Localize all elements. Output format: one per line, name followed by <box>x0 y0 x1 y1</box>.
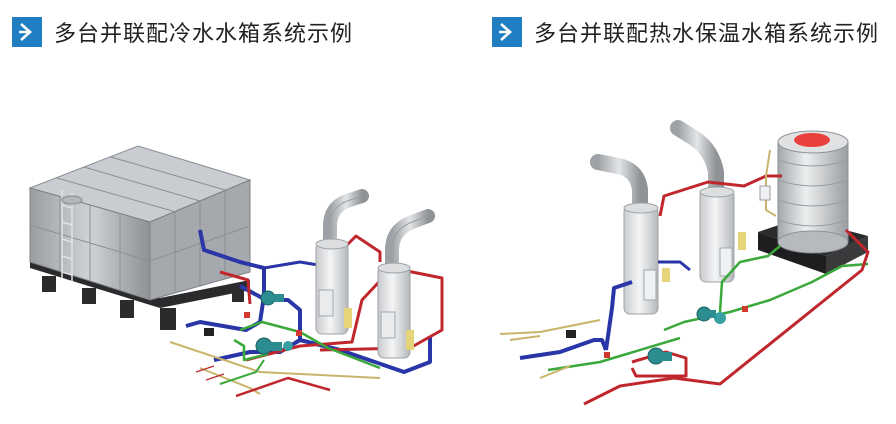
tank-ladder <box>61 190 73 281</box>
hot-water-insulated-tank-system <box>499 120 870 406</box>
section-title: 多台并联配热水保温水箱系统示例 <box>534 22 880 47</box>
section-heading-hot-insulated-tank: 多台并联配热水保温水箱系统示例 <box>492 16 879 48</box>
water-heater <box>670 120 746 283</box>
pipe-network-right <box>499 149 870 406</box>
section-heading-cold-tank: 多台并联配冷水水箱系统示例 <box>12 16 353 48</box>
chevron-right-icon <box>492 17 522 47</box>
valve <box>566 330 576 338</box>
cold-water-tank-system <box>28 145 444 398</box>
circulation-pump <box>647 347 672 365</box>
circulation-pump <box>255 337 293 355</box>
circulation-pump <box>260 290 284 306</box>
valve <box>204 328 214 336</box>
section-title: 多台并联配冷水水箱系统示例 <box>54 22 354 47</box>
valve <box>244 312 250 318</box>
valve <box>742 306 748 312</box>
water-heater <box>377 209 435 359</box>
flow-arrows <box>195 365 225 381</box>
chevron-right-icon <box>12 17 42 47</box>
valve <box>604 352 610 358</box>
tank-red-lid <box>794 133 830 147</box>
tank-base-frame <box>30 258 250 330</box>
circulation-pump <box>696 306 726 324</box>
valve <box>296 330 302 336</box>
hot-water-insulated-tank <box>777 130 849 254</box>
water-heater <box>315 189 369 335</box>
control-box <box>759 185 771 201</box>
water-heater <box>590 154 670 315</box>
